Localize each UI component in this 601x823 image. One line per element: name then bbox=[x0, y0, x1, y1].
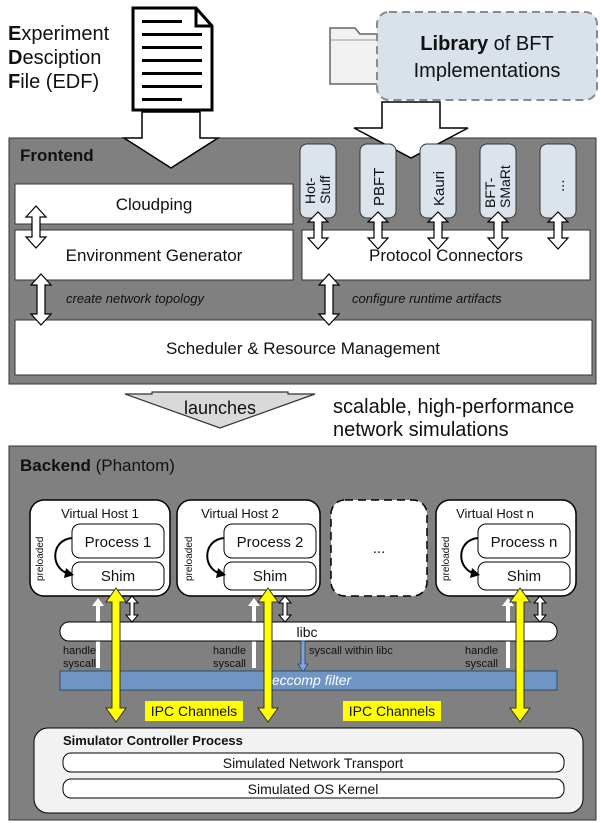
backend-title: Backend (Phantom) bbox=[20, 456, 175, 475]
virtual-host-2: Virtual Host 2 Process 2 Shim preloaded bbox=[176, 499, 321, 597]
cloudping-env-arrow bbox=[24, 205, 48, 249]
virtual-host-n: Virtual Host n Process n Shim preloaded bbox=[435, 499, 577, 597]
svg-text:preloaded: preloaded bbox=[184, 537, 195, 581]
libc-bar bbox=[59, 621, 558, 642]
ipc-arrows bbox=[105, 587, 531, 723]
os-kernel-box bbox=[62, 778, 565, 799]
create-topology-label: create network topology bbox=[66, 291, 206, 306]
svg-text:...: ... bbox=[373, 540, 386, 557]
network-transport-box bbox=[62, 752, 565, 773]
svg-text:Shim: Shim bbox=[253, 568, 287, 585]
cloudping-box bbox=[14, 183, 294, 225]
ipc-channels-badge-2 bbox=[343, 701, 441, 721]
configure-artifacts-label: configure runtime artifacts bbox=[352, 291, 502, 306]
libc-label: libc bbox=[296, 624, 317, 640]
env-scheduler-arrow bbox=[29, 273, 53, 326]
protocol-more: ... bbox=[539, 143, 577, 219]
scheduler-box bbox=[14, 319, 593, 376]
seccomp-filter-label: seccomp filter bbox=[265, 672, 353, 688]
svg-text:syscall: syscall bbox=[63, 658, 96, 670]
ipc-channels-label-2: IPC Channels bbox=[349, 703, 435, 719]
svg-text:Process 1: Process 1 bbox=[85, 534, 152, 551]
edf-line1: xperiment bbox=[21, 23, 109, 45]
syscall-within-libc-arrow bbox=[297, 640, 309, 673]
svg-text:SMaRt: SMaRt bbox=[497, 165, 513, 208]
svg-text:Library of BFT: Library of BFT bbox=[420, 33, 553, 55]
edf-initial-e: E bbox=[8, 23, 21, 45]
simulator-controller-label: Simulator Controller Process bbox=[63, 733, 243, 748]
svg-text:handle: handle bbox=[63, 645, 96, 657]
library-box: Library of BFT Implementations bbox=[376, 11, 598, 101]
cloudping-label: Cloudping bbox=[116, 195, 193, 214]
edf-line2: esciption bbox=[22, 47, 101, 69]
seccomp-filter-bar bbox=[59, 670, 558, 691]
protocol-hotstuff: Hot- Stuff bbox=[299, 143, 337, 219]
svg-text:syscall: syscall bbox=[465, 658, 498, 670]
svg-text:Stuff: Stuff bbox=[317, 175, 333, 204]
library-title: Library bbox=[420, 33, 489, 55]
launches-arrow bbox=[124, 391, 316, 429]
environment-generator-label: Environment Generator bbox=[66, 246, 243, 265]
svg-text:Desciption: Desciption bbox=[8, 47, 101, 69]
svg-text:Virtual Host 1: Virtual Host 1 bbox=[61, 506, 139, 521]
library-down-arrow bbox=[353, 101, 469, 159]
svg-text:preloaded: preloaded bbox=[35, 537, 46, 581]
edf-initial-f: F bbox=[8, 71, 20, 93]
launches-label: launches bbox=[184, 398, 256, 418]
svg-text:Kauri: Kauri bbox=[431, 171, 448, 206]
library-of-bft: of BFT bbox=[488, 33, 554, 55]
protocol-list: Hot- Stuff PBFT Kauri BFT- SMaRt ... bbox=[299, 143, 577, 219]
virtual-host-1: Virtual Host 1 Process 1 Shim preloaded bbox=[29, 499, 171, 597]
syscall-within-libc-label: syscall within libc bbox=[309, 645, 393, 657]
svg-text:PBFT: PBFT bbox=[371, 168, 388, 206]
protocol-connectors-label: Protocol Connectors bbox=[369, 246, 523, 265]
svg-text:handle: handle bbox=[213, 645, 246, 657]
ipc-channels-label-1: IPC Channels bbox=[151, 703, 237, 719]
svg-text:Virtual Host n: Virtual Host n bbox=[456, 506, 534, 521]
ipc-channels-badge-1 bbox=[145, 701, 243, 721]
virtual-host-ellipsis: ... bbox=[330, 499, 428, 597]
svg-text:Process 2: Process 2 bbox=[237, 534, 304, 551]
svg-text:File (EDF): File (EDF) bbox=[8, 71, 99, 93]
document-icon bbox=[131, 6, 214, 112]
svg-text:BFT-: BFT- bbox=[482, 177, 498, 208]
frontend-title: Frontend bbox=[20, 146, 94, 165]
svg-text:Shim: Shim bbox=[101, 568, 135, 585]
environment-generator-box bbox=[14, 229, 294, 281]
svg-text:Shim: Shim bbox=[507, 568, 541, 585]
scheduler-label: Scheduler & Resource Management bbox=[166, 339, 440, 358]
svg-text:Experiment: Experiment bbox=[8, 23, 110, 45]
edf-label: Experiment Desciption File (EDF) bbox=[8, 23, 110, 93]
edf-line3: ile (EDF) bbox=[20, 71, 99, 93]
svg-text:...: ... bbox=[551, 179, 568, 192]
launch-desc-line2: network simulations bbox=[333, 419, 509, 441]
os-kernel-label: Simulated OS Kernel bbox=[248, 781, 379, 797]
svg-text:handle: handle bbox=[465, 645, 498, 657]
svg-text:Virtual Host 2: Virtual Host 2 bbox=[201, 506, 279, 521]
svg-text:preloaded: preloaded bbox=[441, 537, 452, 581]
edf-initial-d: D bbox=[8, 47, 22, 69]
svg-text:Hot-: Hot- bbox=[302, 177, 318, 204]
svg-text:Process n: Process n bbox=[491, 534, 558, 551]
handle-syscall-labels: handle syscall handle syscall handle sys… bbox=[63, 645, 498, 670]
protocol-bft-smart: BFT- SMaRt bbox=[479, 143, 517, 219]
edf-down-arrow bbox=[121, 111, 221, 169]
svg-text:syscall: syscall bbox=[213, 658, 246, 670]
protocol-kauri: Kauri bbox=[419, 143, 457, 219]
network-transport-label: Simulated Network Transport bbox=[223, 755, 404, 771]
protocol-pbft: PBFT bbox=[359, 143, 397, 219]
connectors-scheduler-arrow bbox=[317, 273, 341, 326]
library-implementations: Implementations bbox=[414, 60, 561, 82]
protocol-connector-arrows bbox=[306, 211, 570, 250]
launch-desc-line1: scalable, high-performance bbox=[333, 396, 574, 418]
